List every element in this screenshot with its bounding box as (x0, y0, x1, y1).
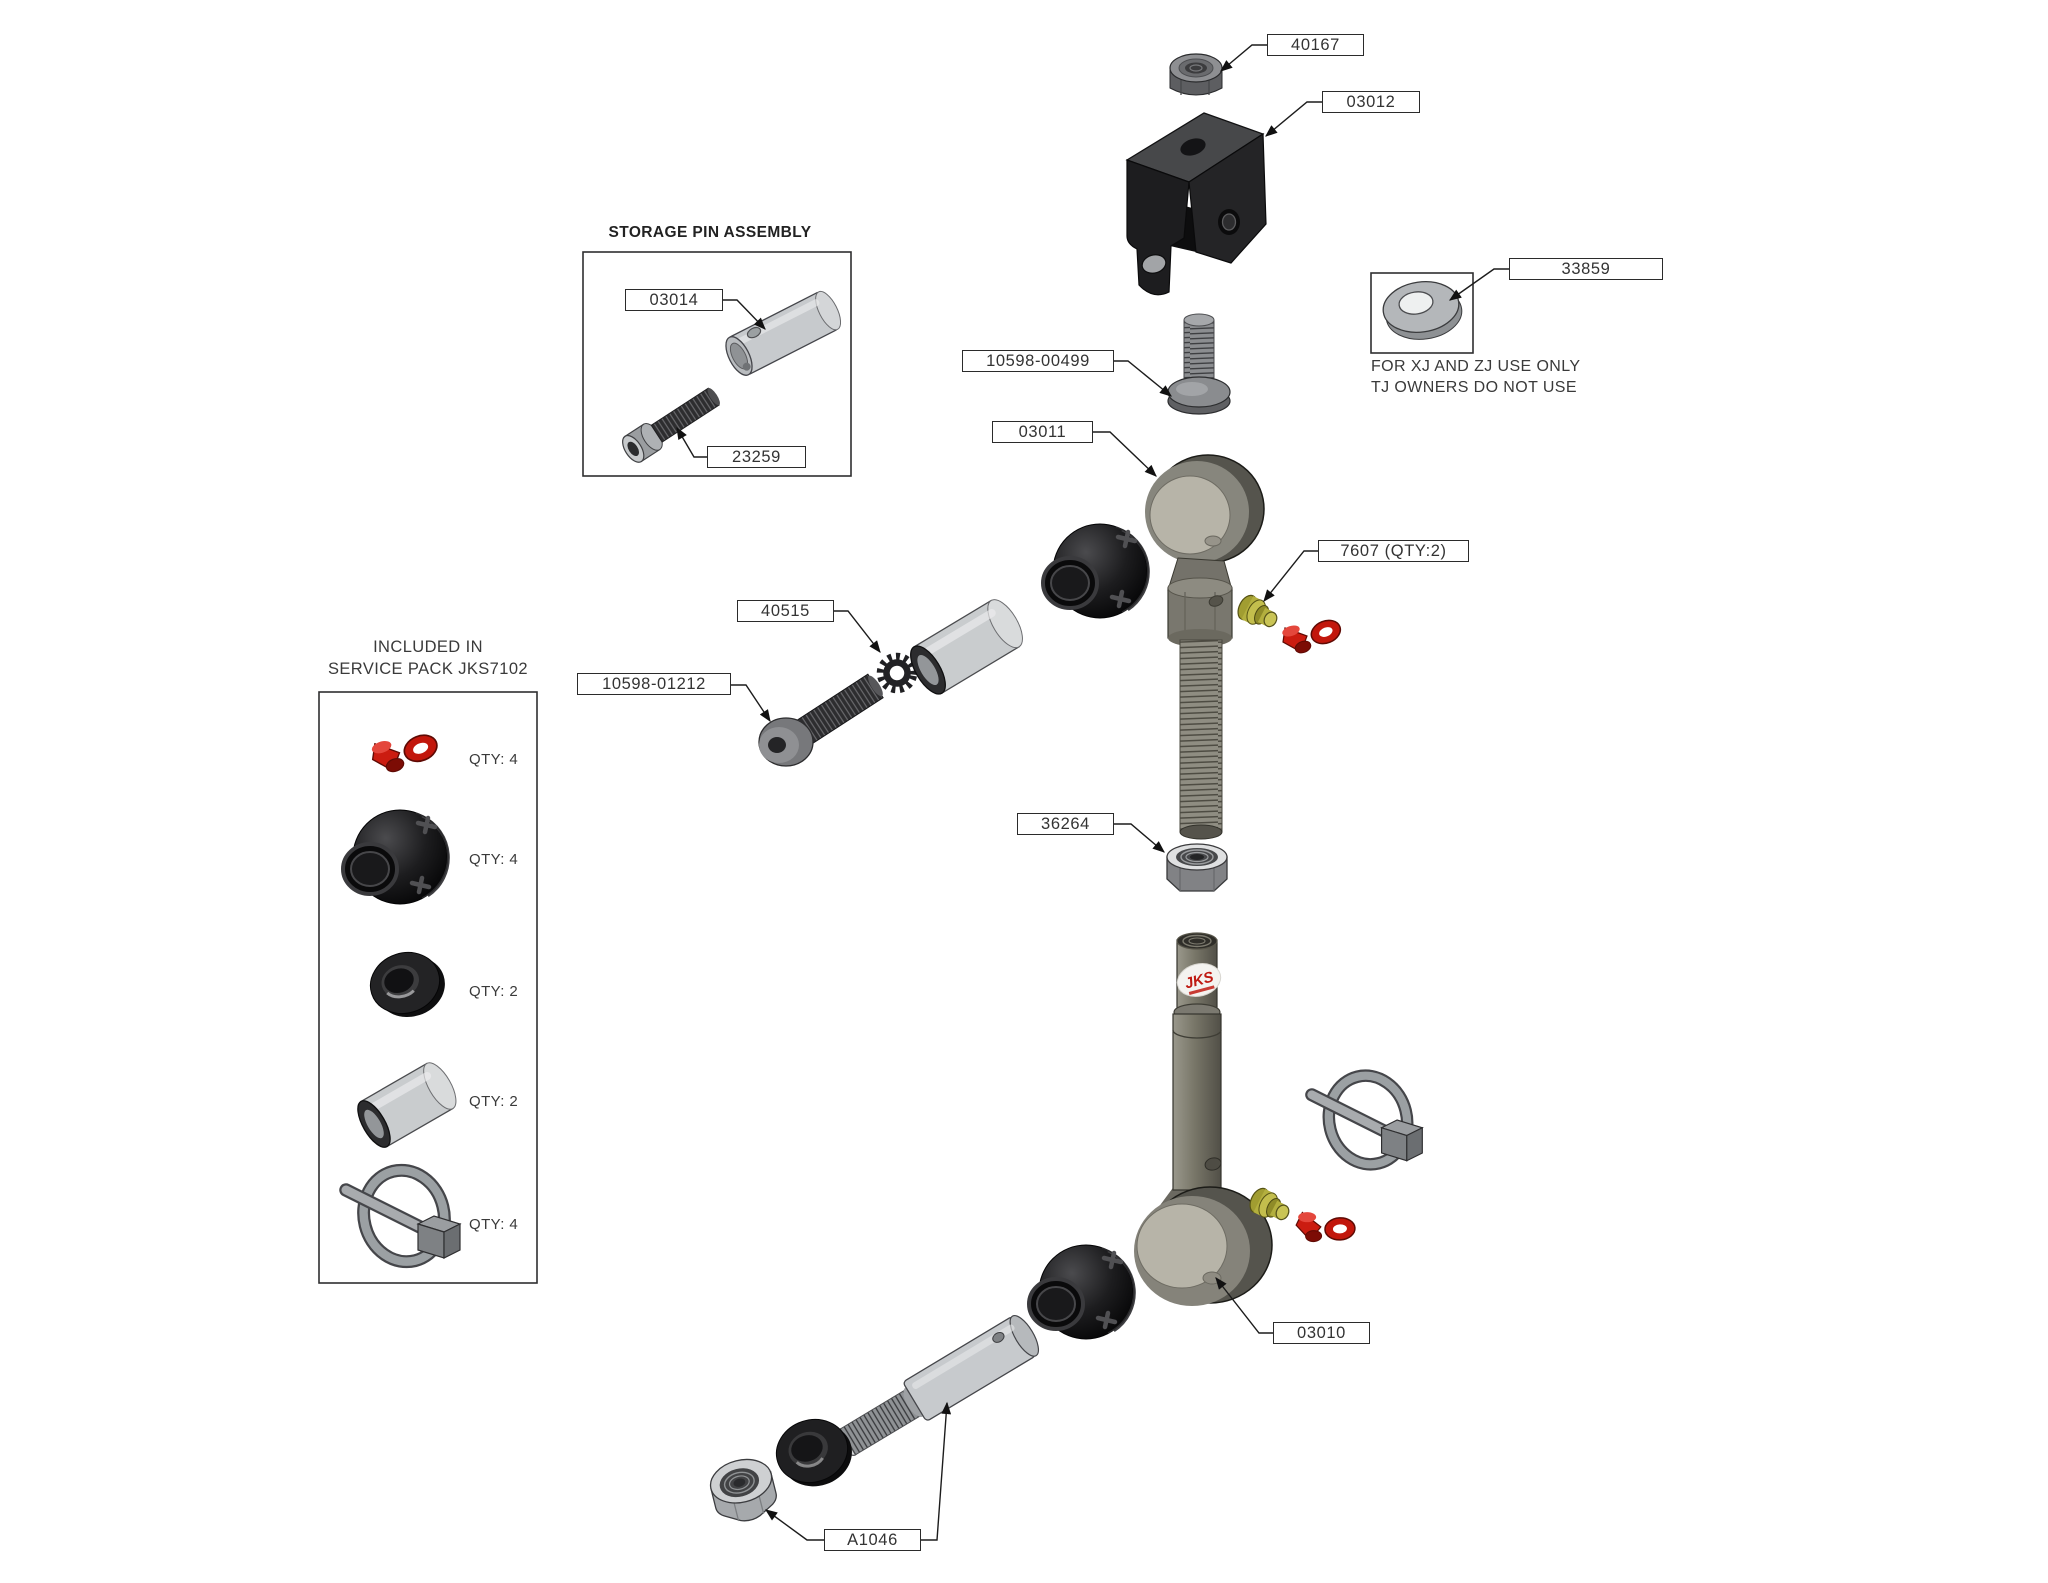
qty-lynch-pin: QTY: 4 (469, 1216, 519, 1233)
service-retainer-ring (369, 951, 445, 1018)
stud-a1046 (837, 1315, 1040, 1456)
dust-cap-upper (1280, 615, 1345, 656)
callout-storage-bolt: 23259 (707, 446, 806, 468)
callout-star-washer: 40515 (737, 600, 834, 622)
lynch-pin-right (1312, 1067, 1423, 1172)
service-pack-box (318, 691, 538, 1284)
grease-fitting-upper (1233, 591, 1283, 635)
callout-lower-link: 03010 (1273, 1322, 1370, 1344)
top-nut-40167 (1169, 53, 1223, 96)
star-washer-40515 (876, 652, 918, 694)
storage-pin-03014 (725, 290, 842, 376)
service-metal-sleeve (357, 1062, 457, 1148)
lower-washer (775, 1418, 852, 1487)
spacer-bushing (910, 599, 1023, 695)
leader-upper-bolt (1113, 360, 1172, 397)
upper-link-03011 (1145, 454, 1265, 840)
lower-link-03010 (1134, 932, 1273, 1306)
service-pack-title-line2: SERVICE PACK JKS7102 (328, 660, 528, 678)
clevis-bracket-03012 (1125, 112, 1267, 296)
qty-metal-sleeve: QTY: 2 (469, 1093, 519, 1110)
ball-bushing-lower (1029, 1245, 1135, 1339)
washer-note-line2: TJ OWNERS DO NOT USE (1371, 379, 1577, 396)
leader-upper-link (1092, 431, 1157, 477)
qty-retainer-ring: QTY: 2 (469, 983, 519, 1000)
leader-lines (676, 44, 1509, 1541)
lower-bolt-10598-01212 (758, 673, 884, 767)
leader-storage-pin (722, 299, 766, 330)
storage-assembly-title: STORAGE PIN ASSEMBLY (608, 224, 812, 241)
service-lynch-pin (346, 1162, 460, 1271)
leader-stud-right (920, 1401, 952, 1541)
washer-note-line1: FOR XJ AND ZJ USE ONLY (1371, 358, 1581, 375)
dust-cap-lower (1289, 1199, 1363, 1257)
leader-star-washer (833, 610, 881, 653)
leader-top-nut (1220, 44, 1267, 72)
callout-top-nut: 40167 (1267, 34, 1364, 56)
qty-ball-bushing: QTY: 4 (469, 851, 519, 868)
callout-clevis: 03012 (1322, 91, 1420, 113)
washer-33859 (1370, 272, 1474, 354)
callout-upper-bolt: 10598-00499 (962, 350, 1114, 372)
leader-storage-bolt (676, 426, 707, 458)
leader-jam-nut (1113, 823, 1165, 853)
leader-washer (1448, 268, 1509, 301)
leader-clevis (1265, 101, 1322, 137)
callout-stud: A1046 (824, 1529, 921, 1551)
callout-storage-pin: 03014 (625, 289, 723, 311)
jks-logo-text: JKS (1183, 968, 1216, 992)
storage-pin-assembly-box (582, 251, 852, 477)
bottom-nut (709, 1458, 777, 1522)
callout-jam-nut: 36264 (1017, 813, 1114, 835)
qty-dust-cap: QTY: 4 (469, 751, 519, 768)
service-dust-cap (369, 729, 442, 775)
leader-lower-bolt (730, 684, 771, 723)
leader-stud-left (765, 1509, 824, 1541)
callout-lower-bolt: 10598-01212 (577, 673, 731, 695)
callout-upper-link: 03011 (992, 421, 1093, 443)
jam-nut-36264 (1166, 843, 1228, 892)
leader-grease-fitting (1263, 550, 1318, 602)
ball-bushing-upper (1043, 524, 1149, 618)
callout-washer: 33859 (1509, 258, 1663, 280)
leader-lower-link (1215, 1277, 1273, 1334)
service-ball-bushing (343, 810, 449, 904)
service-pack-title-line1: INCLUDED IN (373, 638, 483, 656)
jks-logo (1176, 963, 1222, 997)
storage-bolt-23259 (622, 387, 720, 463)
callout-grease-fitting: 7607 (QTY:2) (1318, 540, 1469, 562)
upper-bolt-10598-00499 (1167, 313, 1231, 415)
